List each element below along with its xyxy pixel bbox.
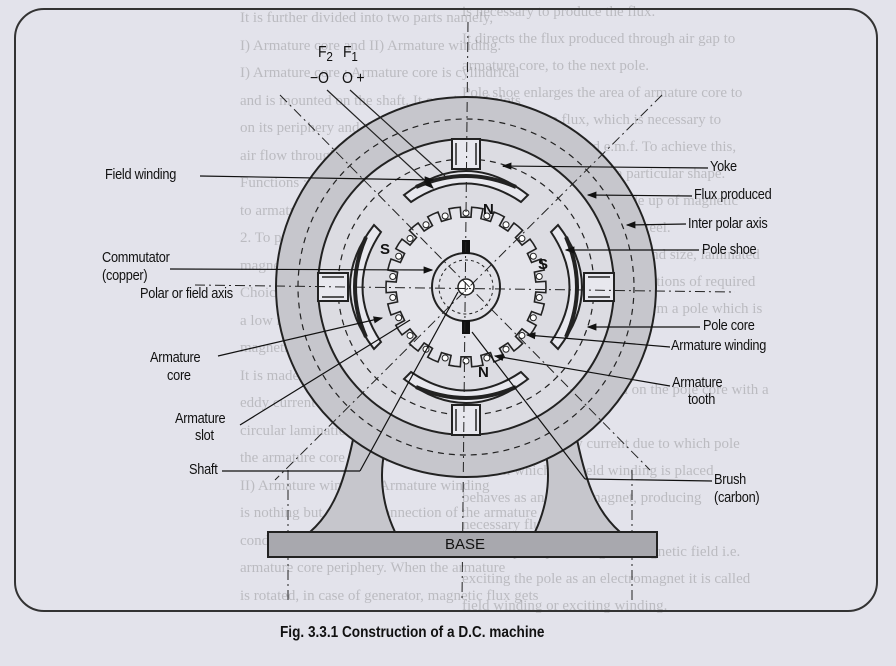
terminal-lead-f2 [326, 89, 434, 189]
label-armature-tooth-1: Armature [672, 375, 723, 391]
armature-conductor [535, 272, 543, 280]
terminal-f1-label: F1 [343, 44, 358, 64]
commutator-inner [438, 259, 494, 315]
label-brush: Brush [714, 472, 747, 488]
terminal-plus: O + [342, 70, 365, 87]
shaft [457, 278, 475, 296]
base [267, 531, 658, 558]
armature-conductor [395, 314, 403, 322]
armature-conductor [441, 354, 449, 362]
armature-conductor [462, 357, 470, 365]
leader-commutator [169, 266, 434, 274]
figure-caption: Fig. 3.3.1 Construction of a D.C. machin… [280, 624, 545, 641]
pole-left [317, 223, 383, 351]
armature-conductor [518, 235, 526, 243]
pole-bottom [402, 370, 530, 436]
leader-field-winding [199, 175, 435, 184]
pole-s-left: S [380, 241, 391, 258]
bleed-through-line: is rotated, in case of generator, magnet… [240, 587, 539, 604]
bleed-through-line: necessary flux. [462, 517, 552, 533]
terminal-minus: −O [310, 70, 329, 87]
leader-brush [584, 478, 713, 482]
label-armature-tooth-2: tooth [688, 392, 716, 408]
leader-armature-slot [239, 319, 411, 426]
label-armature-slot-2: slot [195, 428, 214, 444]
label-polar-axis: Polar or field axis [140, 286, 233, 302]
leader-armature-winding [525, 332, 671, 348]
label-shaft: Shaft [189, 462, 218, 478]
label-armature-slot-1: Armature [175, 411, 226, 427]
brush-bottom [462, 320, 470, 334]
leader-armature-tooth [493, 353, 671, 387]
armature-conductor [535, 294, 543, 302]
vertical-axis [461, 21, 469, 601]
leader-yoke [501, 162, 709, 170]
bleed-through-line: I) Armature core and II) Armature windin… [240, 37, 502, 54]
armature-conductor [518, 331, 526, 339]
armature-conductor [395, 252, 403, 260]
bleed-through-line: I) Armature core : Armature core is cyli… [240, 65, 520, 81]
flux-path-outer [297, 118, 635, 456]
terminal-f1-sub: 1 [351, 49, 358, 65]
terminal-f2-letter: F [318, 44, 327, 61]
label-pole-shoe: Pole shoe [702, 242, 757, 258]
leader-flux [586, 191, 693, 199]
label-armature-core-1: Armature [150, 350, 201, 366]
label-flux-produced: Flux produced [694, 187, 772, 203]
label-inter-polar-axis: Inter polar axis [688, 216, 768, 232]
pole-n-bottom: N [478, 364, 489, 381]
pole-right [549, 223, 615, 351]
armature-conductor [502, 345, 510, 353]
armature-conductor [422, 221, 430, 229]
bleed-through-line: It is further divided into two parts nam… [240, 10, 494, 26]
terminal-lead-f1 [349, 89, 446, 177]
bleed-through-line: armature core, to the next pole. [462, 58, 650, 74]
leader-shaft-2 [359, 291, 459, 472]
base-label: BASE [445, 536, 486, 553]
pole-s-right: S [538, 256, 549, 273]
armature-conductor [406, 235, 414, 243]
label-yoke: Yoke [710, 159, 737, 175]
armature-conductor [502, 221, 510, 229]
inter-polar-axis-line-2 [274, 94, 663, 481]
inter-polar-axis-line-1 [279, 94, 651, 471]
terminal-f1-letter: F [343, 44, 352, 61]
label-brush-carbon: (carbon) [714, 490, 760, 506]
armature-conductor [406, 331, 414, 339]
label-commutator-copper: (copper) [102, 268, 148, 284]
label-armature-winding: Armature winding [671, 338, 767, 354]
bleed-through-line: armature core periphery. When the armatu… [240, 560, 506, 576]
armature-conductor [389, 294, 397, 302]
label-pole-core: Pole core [703, 318, 755, 334]
armature-conductor [529, 252, 537, 260]
armature-conductor [529, 314, 537, 322]
armature-conductor [441, 212, 449, 220]
terminal-f2-label: F2 [318, 44, 333, 64]
label-field-winding: Field winding [105, 167, 177, 183]
bleed-through-line: exciting the pole as an electromagnet it… [462, 571, 751, 587]
bleed-through-line: Pole shoe enlarges the area of armature … [462, 85, 743, 101]
bleed-through-line: It directs the flux produced through air… [462, 31, 736, 47]
armature-conductor [483, 212, 491, 220]
leader-brush-2 [471, 331, 586, 480]
label-armature-core-2: core [167, 368, 191, 384]
armature-conductor [389, 272, 397, 280]
leader-inter-polar [625, 221, 687, 229]
armature-conductor [483, 354, 491, 362]
terminal-f2-sub: 2 [326, 49, 333, 65]
figure-frame [14, 8, 878, 612]
pole-n-top: N [483, 201, 494, 218]
leader-armature-core [217, 316, 384, 357]
label-commutator: Commutator [102, 250, 170, 266]
